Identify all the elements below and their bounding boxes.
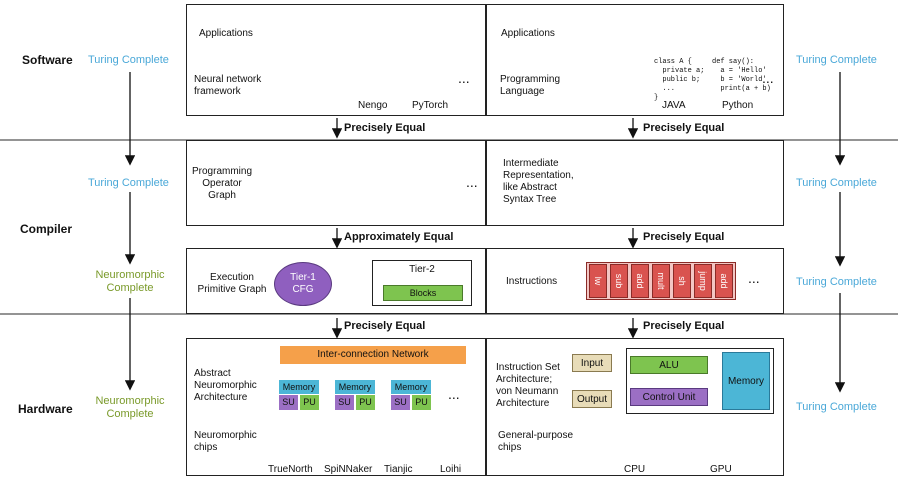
core-unit-2: Memory SU PU: [335, 380, 375, 410]
applications-left-label: Applications: [199, 28, 253, 39]
epg-label: Execution Primitive Graph: [197, 272, 267, 295]
programming-language-label: Programming Language: [500, 74, 561, 97]
tier1-label: Tier-1 CFG: [290, 272, 316, 295]
memory-box: Memory: [722, 352, 770, 410]
instr-item: mult: [652, 264, 670, 298]
core-pu: PU: [356, 395, 375, 410]
software-right-box: [486, 4, 784, 116]
chip-tianjic: Tianjic: [384, 464, 413, 475]
tier2-label: Tier-2: [409, 264, 435, 275]
cpu-label: CPU: [624, 464, 646, 475]
compiler-top-left-box: [186, 140, 486, 226]
chip-truenorth: TrueNorth: [268, 464, 313, 475]
sw-right-ellipsis: ...: [762, 70, 774, 86]
hw-ellipsis: ...: [448, 386, 460, 402]
layer-software: Software: [22, 53, 73, 67]
left-turing-complete-2: Turing Complete: [88, 177, 169, 189]
instructions-label: Instructions: [506, 276, 558, 287]
ir-label: Intermediate Representation, like Abstra…: [503, 158, 574, 205]
sw-left-ellipsis: ...: [458, 70, 470, 86]
java-code: class A { private a; public b; ... }: [654, 58, 705, 102]
eq-left-3: Precisely Equal: [344, 320, 426, 332]
eq-left-2: Approximately Equal: [344, 231, 454, 243]
input-box: Input: [572, 354, 612, 372]
blocks-label: Blocks: [383, 285, 463, 301]
core-memory: Memory: [279, 380, 319, 394]
left-neuromorphic-complete-2: Neuromorphic Complete: [95, 395, 165, 420]
instr-ellipsis: ...: [748, 270, 760, 286]
nn-framework-label: Neural network framework: [194, 74, 262, 97]
core-unit-1: Memory SU PU: [279, 380, 319, 410]
instr-item: jump: [694, 264, 712, 298]
left-turing-complete-1: Turing Complete: [88, 54, 169, 66]
layer-hardware: Hardware: [18, 402, 73, 416]
right-turing-complete-4: Turing Complete: [796, 401, 877, 413]
output-box: Output: [572, 390, 612, 408]
python-label: Python: [722, 100, 754, 111]
alu-box: ALU: [630, 356, 708, 374]
ana-label: Abstract Neuromorphic Architecture: [194, 368, 257, 403]
applications-right-label: Applications: [501, 28, 555, 39]
right-turing-complete-3: Turing Complete: [796, 276, 877, 288]
core-pu: PU: [412, 395, 431, 410]
instr-item: sh: [673, 264, 691, 298]
instr-item: add: [631, 264, 649, 298]
python-code: def say(): a = 'Hello' b = 'World' print…: [712, 58, 771, 93]
core-memory: Memory: [391, 380, 431, 394]
instr-item: add: [715, 264, 733, 298]
operator-graph-label: Programming Operator Graph: [192, 166, 253, 201]
eq-right-1: Precisely Equal: [643, 122, 725, 134]
java-label: JAVA: [662, 100, 686, 111]
pytorch-label: PyTorch: [412, 100, 449, 111]
instr-item: sub: [610, 264, 628, 298]
core-su: SU: [279, 395, 298, 410]
chip-loihi: Loihi: [440, 464, 462, 475]
core-unit-3: Memory SU PU: [391, 380, 431, 410]
compiler-ellipsis: ...: [466, 174, 478, 190]
eq-right-2: Precisely Equal: [643, 231, 725, 243]
instr-item: lw: [589, 264, 607, 298]
instruction-strip: lw sub add mult sh jump add: [586, 262, 736, 300]
interconnect-network: Inter-connection Network: [280, 346, 466, 364]
core-memory: Memory: [335, 380, 375, 394]
eq-left-1: Precisely Equal: [344, 122, 426, 134]
core-pu: PU: [300, 395, 319, 410]
layer-compiler: Compiler: [20, 222, 73, 236]
tier2-box: Tier-2 Blocks: [372, 260, 472, 306]
chinese-char: 中: [418, 14, 432, 30]
tier1-cfg-node: Tier-1 CFG: [274, 262, 332, 306]
cpu-frame: [626, 348, 774, 414]
eq-right-3: Precisely Equal: [643, 320, 725, 332]
gp-chips-label: General-purpose chips: [498, 430, 574, 453]
core-su: SU: [391, 395, 410, 410]
chip-spinnaker: SpiNNaker: [324, 464, 373, 475]
compiler-top-right-box: [486, 140, 784, 226]
gpu-label: GPU: [710, 464, 732, 475]
letter-a: A: [438, 29, 449, 45]
software-left-box: [186, 4, 486, 116]
left-neuromorphic-complete-1: Neuromorphic Complete: [95, 269, 165, 294]
neuro-chips-label: Neuromorphic chips: [194, 430, 257, 453]
core-su: SU: [335, 395, 354, 410]
right-turing-complete-1: Turing Complete: [796, 54, 877, 66]
nengo-label: Nengo: [358, 100, 388, 111]
isa-label: Instruction Set Architecture; von Neuman…: [496, 362, 560, 409]
right-turing-complete-2: Turing Complete: [796, 177, 877, 189]
control-unit-box: Control Unit: [630, 388, 708, 406]
